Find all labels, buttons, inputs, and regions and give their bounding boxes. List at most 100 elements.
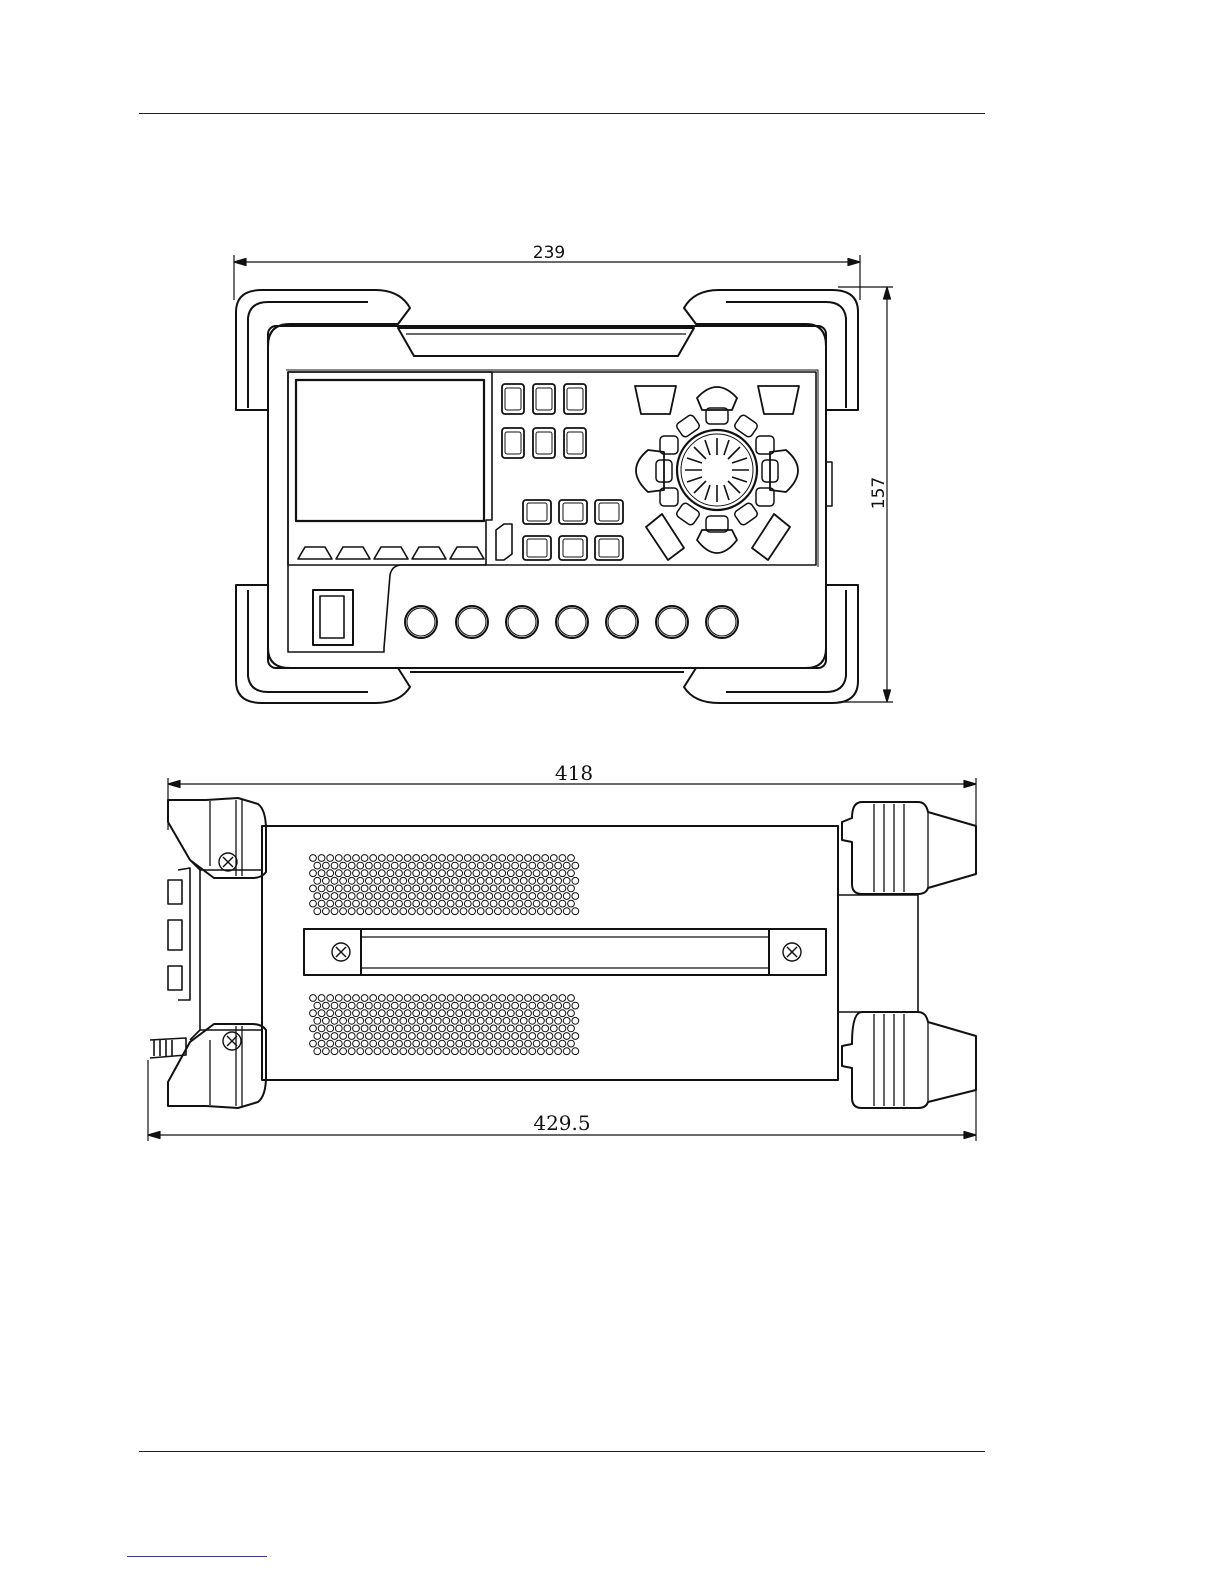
- vent-hole: [348, 1048, 355, 1055]
- vent-hole: [503, 893, 510, 900]
- vent-hole: [512, 893, 519, 900]
- top-handle: [398, 328, 694, 356]
- width-label: 239: [533, 243, 565, 263]
- vent-hole: [516, 1010, 523, 1017]
- vent-hole: [331, 862, 338, 869]
- vent-hole: [529, 1017, 536, 1024]
- vent-hole: [353, 855, 360, 862]
- vent-hole: [542, 855, 549, 862]
- vent-hole: [516, 1025, 523, 1032]
- vent-hole: [572, 893, 579, 900]
- vent-hole: [452, 1017, 459, 1024]
- vent-hole: [404, 1010, 411, 1017]
- vent-hole: [447, 1025, 454, 1032]
- vent-hole: [374, 862, 381, 869]
- vent-hole: [447, 870, 454, 877]
- vent-hole: [546, 908, 553, 915]
- vent-hole: [400, 1002, 407, 1009]
- overall-length-label: 429.5: [533, 1111, 590, 1135]
- vent-hole: [460, 862, 467, 869]
- vent-hole: [417, 893, 424, 900]
- vent-hole: [378, 1040, 385, 1047]
- vent-hole: [563, 1017, 570, 1024]
- vent-hole: [357, 1017, 364, 1024]
- vent-hole: [413, 900, 420, 907]
- vent-hole: [512, 908, 519, 915]
- vent-hole: [572, 908, 579, 915]
- vent-hole: [374, 1002, 381, 1009]
- vent-hole: [447, 900, 454, 907]
- vent-hole: [396, 1040, 403, 1047]
- vent-hole: [555, 908, 562, 915]
- vent-hole: [327, 1025, 334, 1032]
- vent-hole: [520, 862, 527, 869]
- vent-hole: [374, 1048, 381, 1055]
- vent-hole: [344, 855, 351, 862]
- vent-hole: [486, 877, 493, 884]
- vent-hole: [555, 877, 562, 884]
- vent-hole: [559, 900, 566, 907]
- vent-hole: [499, 855, 506, 862]
- vent-hole: [572, 877, 579, 884]
- vent-hole: [340, 908, 347, 915]
- vent-hole: [413, 870, 420, 877]
- vent-hole: [434, 908, 441, 915]
- vent-hole: [323, 908, 330, 915]
- vent-hole: [507, 900, 514, 907]
- vent-hole: [550, 1025, 557, 1032]
- vent-hole: [546, 862, 553, 869]
- vent-hole: [361, 1040, 368, 1047]
- vent-hole: [340, 877, 347, 884]
- vent-hole: [477, 1048, 484, 1055]
- vent-hole: [361, 1025, 368, 1032]
- vent-hole: [499, 885, 506, 892]
- vent-hole: [391, 877, 398, 884]
- vent-hole: [335, 1025, 342, 1032]
- vent-hole: [503, 1002, 510, 1009]
- vent-hole: [550, 1040, 557, 1047]
- vent-hole: [357, 1002, 364, 1009]
- vent-hole: [495, 1048, 502, 1055]
- vent-hole: [469, 908, 476, 915]
- vent-hole: [353, 870, 360, 877]
- vent-hole: [400, 1048, 407, 1055]
- vent-hole: [357, 1033, 364, 1040]
- vent-hole: [310, 855, 317, 862]
- vent-hole: [507, 885, 514, 892]
- vent-hole: [520, 1017, 527, 1024]
- vent-hole: [426, 877, 433, 884]
- vent-hole: [391, 908, 398, 915]
- vent-hole: [396, 870, 403, 877]
- vent-hole: [404, 900, 411, 907]
- vent-hole: [490, 900, 497, 907]
- vent-hole: [327, 870, 334, 877]
- vent-hole: [533, 1010, 540, 1017]
- vent-hole: [499, 1040, 506, 1047]
- vent-hole: [546, 877, 553, 884]
- vent-hole: [327, 995, 334, 1002]
- vent-hole: [456, 900, 463, 907]
- vent-hole: [353, 885, 360, 892]
- vent-hole: [383, 893, 390, 900]
- nav-corner-keys: [635, 386, 799, 560]
- vent-hole: [456, 1040, 463, 1047]
- vent-hole: [469, 1017, 476, 1024]
- vent-hole: [357, 862, 364, 869]
- knob-grip-lines: [685, 438, 749, 502]
- vent-hole: [391, 862, 398, 869]
- vent-hole: [348, 1002, 355, 1009]
- vent-hole: [447, 1040, 454, 1047]
- vent-hole: [331, 1002, 338, 1009]
- vent-hole: [314, 1048, 321, 1055]
- vent-hole: [503, 1033, 510, 1040]
- vent-hole: [559, 1010, 566, 1017]
- vent-hole: [520, 1048, 527, 1055]
- vent-hole: [413, 995, 420, 1002]
- vent-hole: [396, 1010, 403, 1017]
- vent-hole: [366, 1033, 373, 1040]
- vent-hole: [434, 1017, 441, 1024]
- vent-hole: [310, 870, 317, 877]
- vent-hole: [374, 877, 381, 884]
- vent-hole: [340, 1017, 347, 1024]
- vent-hole: [482, 870, 489, 877]
